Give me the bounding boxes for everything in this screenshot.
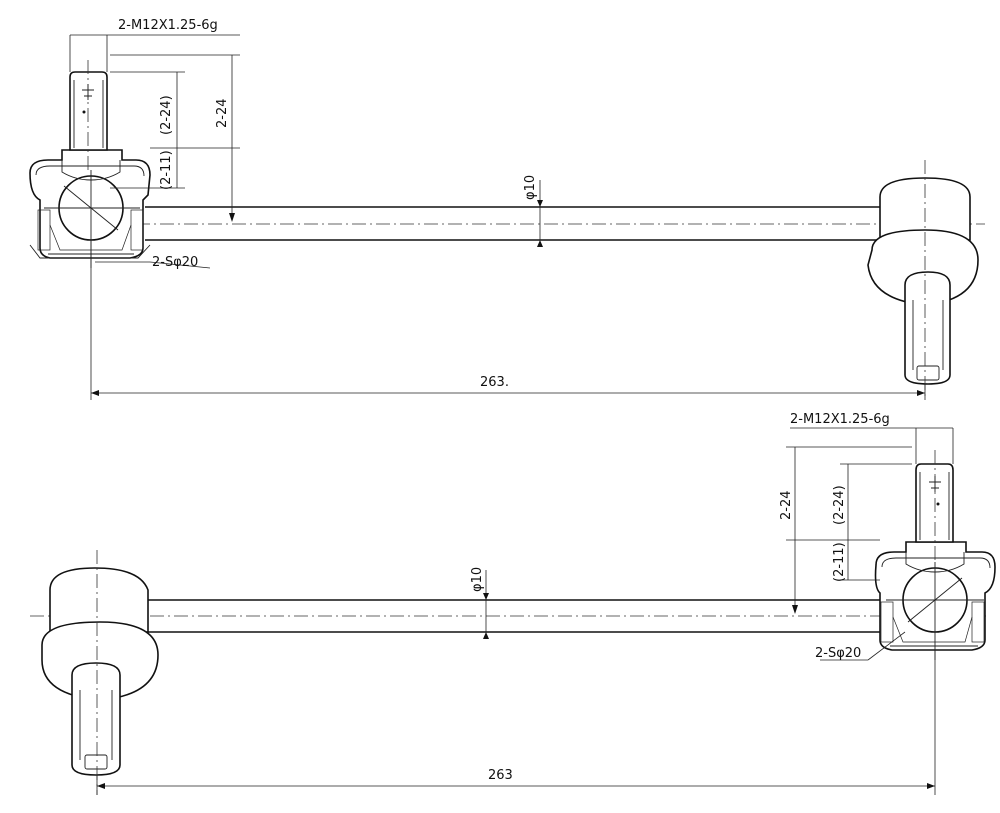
ball-label-top: 2-Sφ20 — [152, 255, 198, 270]
overall-length-label-bottom: 263 — [488, 768, 513, 783]
threaded-stud-bottom — [915, 450, 954, 560]
stud-length-label-bottom: 2-24 — [779, 490, 794, 520]
stud-length-alt-label-top: (2-24) — [159, 95, 174, 135]
dimensions-bottom — [96, 427, 954, 795]
rod-diameter-label-bottom: φ10 — [470, 567, 485, 592]
stud-offset-label-bottom: (2-11) — [832, 542, 847, 582]
drawing-top: 2-M12X1.25-6g 2-24 (2-24) (2-11) φ10 2-S… — [29, 18, 985, 400]
thread-label-top: 2-M12X1.25-6g — [118, 18, 218, 33]
thread-label-bottom: 2-M12X1.25-6g — [790, 412, 890, 427]
rod-diameter-label-top: φ10 — [523, 175, 538, 200]
drawing-bottom: 2-M12X1.25-6g 2-24 (2-24) (2-11) φ10 2-S… — [30, 412, 996, 795]
ball-joint-housing-right — [874, 541, 996, 660]
bushing-right-top — [867, 160, 979, 400]
bushing-left-bottom — [41, 550, 159, 795]
rod-bottom — [30, 599, 990, 633]
dimensions-top — [69, 34, 926, 400]
overall-length-label-top: 263. — [480, 375, 509, 390]
stud-offset-label-top: (2-11) — [159, 150, 174, 190]
threaded-stud-top — [69, 60, 108, 170]
stud-length-alt-label-bottom: (2-24) — [832, 485, 847, 525]
stud-length-label-top: 2-24 — [215, 98, 230, 128]
ball-label-bottom: 2-Sφ20 — [815, 646, 861, 661]
rod-top — [40, 206, 985, 241]
ball-joint-housing-left — [29, 149, 151, 268]
